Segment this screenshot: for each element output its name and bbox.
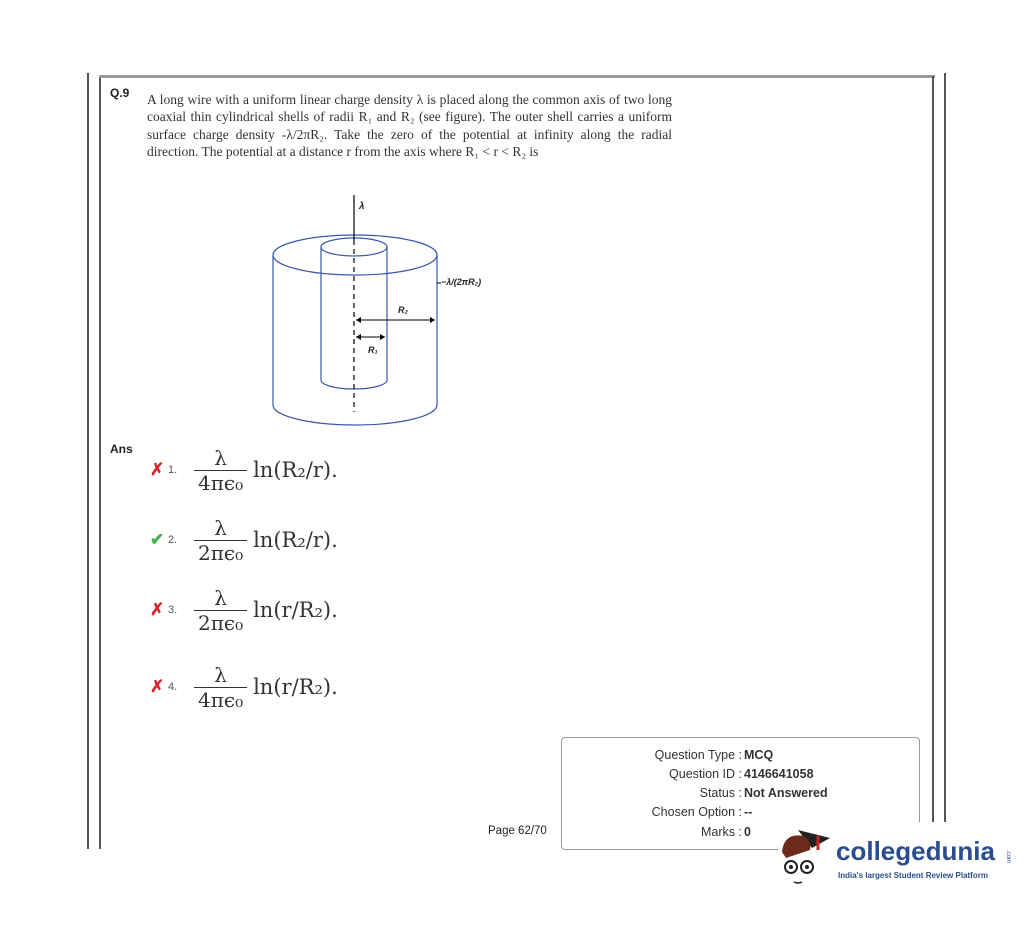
marks-value: 0 xyxy=(744,825,751,839)
log-term: ln(R₂/r). xyxy=(253,458,338,482)
frame-right-outer xyxy=(944,73,946,826)
chosen-option-row: Chosen Option :-- xyxy=(562,805,753,819)
option-number: 3. xyxy=(168,604,178,616)
outer-cylinder-bottom xyxy=(272,404,438,426)
chosen-option-value: -- xyxy=(744,805,753,819)
question-id-value: 4146641058 xyxy=(744,767,814,781)
outer-charge-label: −λ/(2πR₂) xyxy=(441,277,482,287)
label: Question ID : xyxy=(669,767,742,781)
label: Marks : xyxy=(701,825,742,839)
mascot-icon xyxy=(782,830,830,884)
check-icon: ✔ xyxy=(150,530,165,549)
numerator: λ xyxy=(214,585,227,610)
logo-suffix: .com xyxy=(1005,850,1011,864)
wrong-icon: ✗ xyxy=(150,600,165,619)
log-term: ln(r/R₂). xyxy=(253,675,338,699)
numerator: λ xyxy=(214,515,227,540)
question-info-box: Question Type :MCQ Question ID :41466410… xyxy=(561,737,920,850)
status-row: Status :Not Answered xyxy=(562,786,828,800)
denominator: 4πϵ₀ xyxy=(194,686,248,712)
label: Chosen Option : xyxy=(651,805,742,819)
logo-name: collegedunia xyxy=(836,836,995,866)
outer-cylinder-top xyxy=(272,234,438,276)
status-value: Not Answered xyxy=(744,786,828,800)
denominator: 4πϵ₀ xyxy=(194,469,248,495)
frame-top xyxy=(99,75,935,78)
question-text: A long wire with a uniform linear charge… xyxy=(147,92,672,159)
ans-label: Ans xyxy=(110,442,133,456)
wrong-icon: ✗ xyxy=(150,460,165,479)
frame-left-inner xyxy=(99,76,101,849)
question-id-row: Question ID :4146641058 xyxy=(562,767,813,781)
label: Status : xyxy=(699,786,742,800)
lambda-label: λ xyxy=(359,201,365,212)
page-number: Page 62/70 xyxy=(488,825,547,837)
log-term: ln(R₂/r). xyxy=(253,528,338,552)
wrong-icon: ✗ xyxy=(150,677,165,696)
option-number: 1. xyxy=(168,464,178,476)
marks-row: Marks :0 xyxy=(562,825,751,839)
numerator: λ xyxy=(214,662,227,687)
label: Question Type : xyxy=(654,748,742,762)
option-number: 4. xyxy=(168,681,178,693)
denominator: 2πϵ₀ xyxy=(194,539,248,565)
question-type-value: MCQ xyxy=(744,748,774,762)
frame-right-inner xyxy=(932,76,934,826)
collegedunia-logo: collegedunia .com India's largest Studen… xyxy=(778,822,1028,892)
option-number: 2. xyxy=(168,534,178,546)
logo-tagline: India's largest Student Review Platform xyxy=(838,871,988,880)
r2-label: R₂ xyxy=(398,305,408,315)
frame-left-outer xyxy=(87,73,89,849)
log-term: ln(r/R₂). xyxy=(253,598,338,622)
numerator: λ xyxy=(214,445,227,470)
question-number: Q.9 xyxy=(110,86,130,100)
r1-label: R₁ xyxy=(368,345,378,355)
denominator: 2πϵ₀ xyxy=(194,609,248,635)
question-type-row: Question Type :MCQ xyxy=(562,748,774,762)
